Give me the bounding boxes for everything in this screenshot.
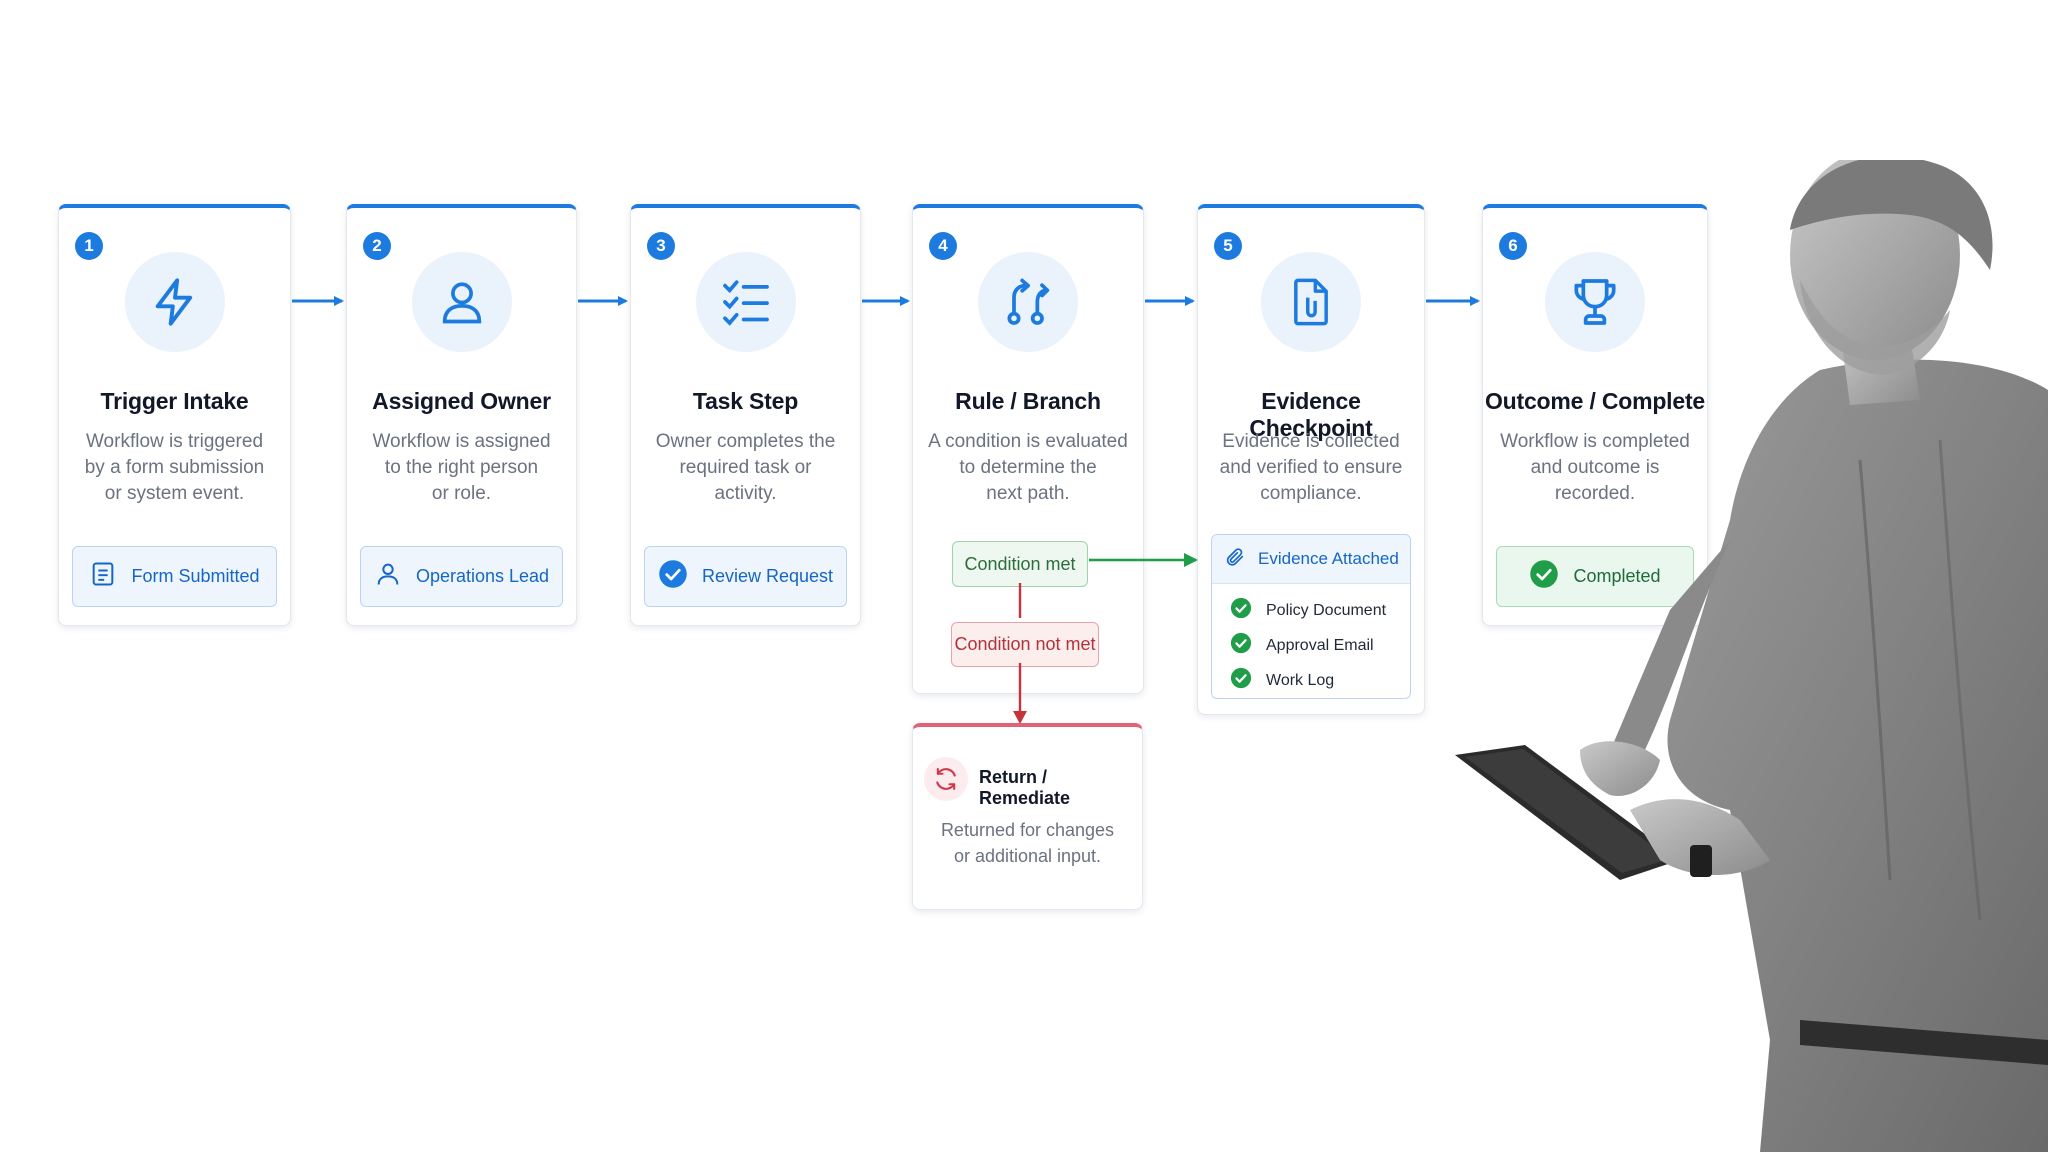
- pill-label: Form Submitted: [131, 566, 260, 586]
- step-title: Rule / Branch: [955, 388, 1101, 414]
- step-title: Evidence Checkpoint: [1249, 388, 1373, 441]
- pill-label: Review Request: [701, 566, 834, 586]
- remediate-title: Return / Remediate: [979, 767, 1071, 808]
- step-number-badge: 6: [1499, 232, 1527, 260]
- check-circle-icon: [1230, 667, 1252, 694]
- lightning-icon: [124, 252, 225, 352]
- step-card-evidence-checkpoint: 5 Evidence Checkpoint Evidence is collec…: [1197, 204, 1425, 715]
- evidence-item-label: Policy Document: [1266, 601, 1387, 619]
- check-circle-icon: [658, 559, 688, 594]
- step-number-badge: 5: [1214, 232, 1242, 260]
- form-submitted-pill[interactable]: Form Submitted: [72, 546, 277, 607]
- pill-label: Operations Lead: [415, 566, 550, 586]
- evidence-item-label: Work Log: [1266, 671, 1335, 689]
- condition-not-met-label[interactable]: Condition not met: [951, 622, 1099, 667]
- step-number-badge: 3: [647, 232, 675, 260]
- check-circle-icon: [1529, 559, 1559, 594]
- condition-met-label[interactable]: Condition met: [952, 541, 1088, 587]
- evidence-item-label: Approval Email: [1266, 636, 1374, 654]
- operations-lead-pill[interactable]: Operations Lead: [360, 546, 563, 607]
- step-title: Task Step: [692, 388, 799, 414]
- step-title: Assigned Owner: [372, 388, 551, 414]
- check-circle-icon: [1230, 597, 1252, 624]
- step-number-badge: 2: [363, 232, 391, 260]
- step-number-badge: 4: [929, 232, 957, 260]
- step-card-outcome-complete: 6 Outcome / Complete Workflow is complet…: [1482, 204, 1708, 626]
- evidence-item[interactable]: Work Log: [1212, 663, 1410, 698]
- step-title: Trigger Intake: [100, 388, 249, 414]
- evidence-item[interactable]: Policy Document: [1212, 593, 1410, 628]
- document-attachment-icon: [1261, 252, 1361, 352]
- evidence-attached-panel: Evidence Attached Policy Document Approv…: [1211, 534, 1411, 699]
- refresh-icon: [924, 757, 968, 801]
- branch-icon: [978, 252, 1078, 352]
- user-icon: [411, 252, 512, 352]
- checklist-icon: [695, 252, 796, 352]
- evidence-item[interactable]: Approval Email: [1212, 628, 1410, 663]
- check-circle-icon: [1230, 632, 1252, 659]
- evidence-attached-header[interactable]: Evidence Attached: [1212, 535, 1410, 584]
- step-title: Outcome / Complete: [1484, 388, 1706, 414]
- step-number-badge: 1: [75, 232, 103, 260]
- completed-pill[interactable]: Completed: [1496, 546, 1694, 607]
- review-request-pill[interactable]: Review Request: [644, 546, 847, 607]
- evidence-header-label: Evidence Attached: [1258, 549, 1399, 568]
- pill-label: Completed: [1573, 566, 1661, 586]
- user-icon: [374, 560, 402, 593]
- paperclip-icon: [1224, 546, 1246, 573]
- form-icon: [89, 560, 117, 593]
- trophy-icon: [1545, 252, 1645, 352]
- person-with-tablet-illustration: [1455, 160, 2048, 1152]
- step-card-rule-branch: 4 Rule / Branch A condition is evaluated…: [912, 204, 1144, 694]
